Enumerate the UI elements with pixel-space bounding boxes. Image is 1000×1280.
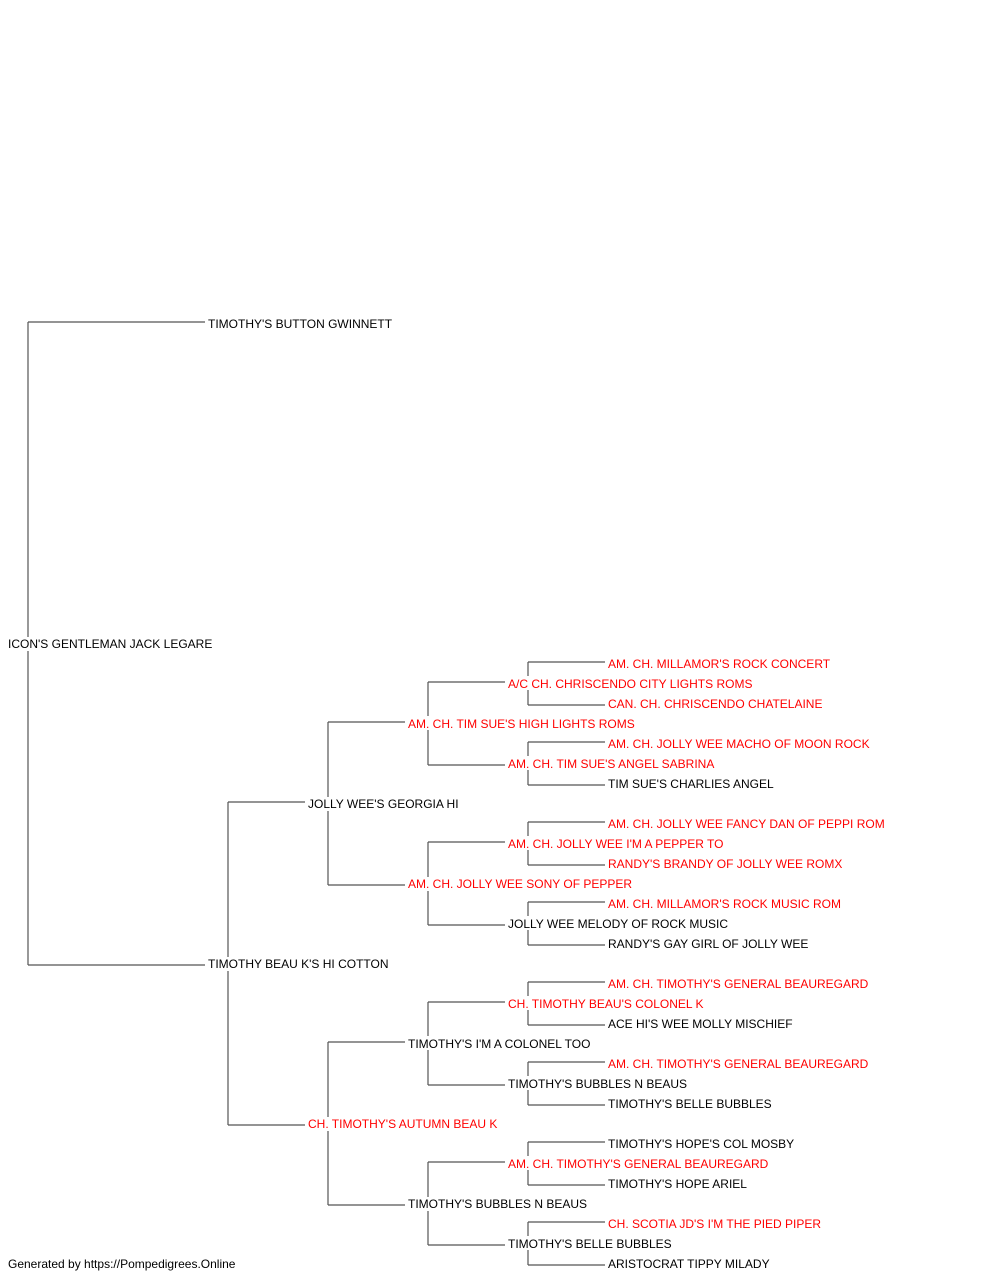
ancestor-name: AM. CH. TIMOTHY'S GENERAL BEAUREGARD: [508, 1157, 769, 1171]
ancestor-name: TIMOTHY'S BELLE BUBBLES: [508, 1237, 672, 1251]
ancestor-name: RANDY'S GAY GIRL OF JOLLY WEE: [608, 937, 809, 951]
great-grandparent-name: AM. CH. JOLLY WEE SONY OF PEPPER: [408, 877, 633, 891]
ancestor-name: AM. CH. JOLLY WEE FANCY DAN OF PEPPI ROM: [608, 817, 885, 831]
dam-sire-name: JOLLY WEE'S GEORGIA HI: [308, 797, 459, 811]
dam-dam-name: CH. TIMOTHY'S AUTUMN BEAU K: [308, 1117, 498, 1131]
ancestor-name: AM. CH. JOLLY WEE MACHO OF MOON ROCK: [608, 737, 870, 751]
great-grandparent-name: AM. CH. TIM SUE'S HIGH LIGHTS ROMS: [408, 717, 635, 731]
ancestor-name: AM. CH. MILLAMOR'S ROCK MUSIC ROM: [608, 897, 841, 911]
ancestor-name: TIMOTHY'S BUBBLES N BEAUS: [508, 1077, 687, 1091]
ancestor-name: JOLLY WEE MELODY OF ROCK MUSIC: [508, 917, 729, 931]
ancestor-name: A/C CH. CHRISCENDO CITY LIGHTS ROMS: [508, 677, 753, 691]
ancestor-name: CH. SCOTIA JD'S I'M THE PIED PIPER: [608, 1217, 822, 1231]
ancestor-name: TIM SUE'S CHARLIES ANGEL: [608, 777, 774, 791]
ancestor-name: AM. CH. TIM SUE'S ANGEL SABRINA: [508, 757, 715, 771]
ancestor-name: CH. TIMOTHY BEAU'S COLONEL K: [508, 997, 704, 1011]
generated-by-footer: Generated by https://Pompedigrees.Online: [8, 1257, 236, 1271]
ancestor-name: AM. CH. JOLLY WEE I'M A PEPPER TO: [508, 837, 724, 851]
ancestor-name: TIMOTHY'S HOPE ARIEL: [608, 1177, 747, 1191]
sire-name: TIMOTHY'S BUTTON GWINNETT: [208, 317, 393, 331]
ancestor-name: TIMOTHY'S BELLE BUBBLES: [608, 1097, 772, 1111]
ancestor-name: AM. CH. MILLAMOR'S ROCK CONCERT: [608, 657, 831, 671]
ancestor-name: TIMOTHY'S HOPE'S COL MOSBY: [608, 1137, 795, 1151]
ancestor-name: ARISTOCRAT TIPPY MILADY: [608, 1257, 770, 1271]
subject-dog-name: ICON'S GENTLEMAN JACK LEGARE: [8, 637, 213, 651]
ancestor-name: AM. CH. TIMOTHY'S GENERAL BEAUREGARD: [608, 1057, 869, 1071]
great-grandparent-name: TIMOTHY'S I'M A COLONEL TOO: [408, 1037, 591, 1051]
ancestor-name: AM. CH. TIMOTHY'S GENERAL BEAUREGARD: [608, 977, 869, 991]
dam-name: TIMOTHY BEAU K'S HI COTTON: [208, 957, 389, 971]
great-grandparent-name: TIMOTHY'S BUBBLES N BEAUS: [408, 1197, 587, 1211]
ancestor-name: ACE HI'S WEE MOLLY MISCHIEF: [608, 1017, 793, 1031]
ancestor-name: CAN. CH. CHRISCENDO CHATELAINE: [608, 697, 823, 711]
ancestor-name: RANDY'S BRANDY OF JOLLY WEE ROMX: [608, 857, 843, 871]
